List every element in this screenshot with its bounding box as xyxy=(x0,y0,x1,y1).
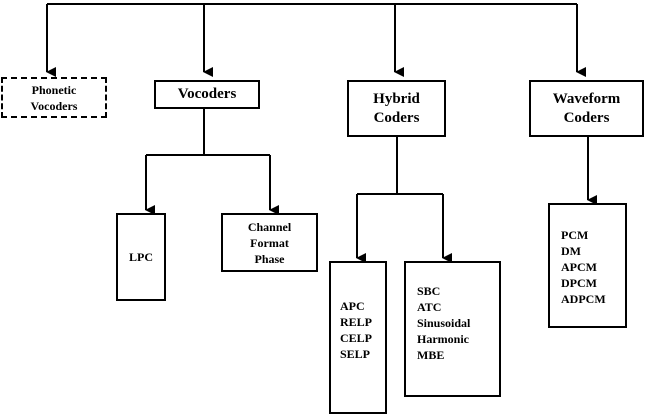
node-line: Hybrid xyxy=(373,90,420,107)
node-line: Phonetic xyxy=(31,82,77,97)
node-line: Channel xyxy=(247,219,292,234)
node-line: LPC xyxy=(129,250,153,264)
node-line: Vocoders xyxy=(177,86,237,102)
node-line: ADPCM xyxy=(561,292,606,306)
node-phonetic-vocoders: Phonetic Vocoders xyxy=(1,77,107,118)
node-sbc-group: SBC ATC Sinusoidal Harmonic MBE xyxy=(404,261,501,397)
node-line: CELP xyxy=(340,331,373,345)
node-channel-format-phase: Channel Format Phase xyxy=(221,213,318,272)
node-waveform-coders: Waveform Coders xyxy=(529,80,644,137)
node-line: ATC xyxy=(417,300,442,314)
node-line: Sinusoidal xyxy=(417,316,471,330)
node-line: Coders xyxy=(373,109,420,126)
node-line: Waveform xyxy=(552,90,621,107)
node-line: PCM xyxy=(561,228,589,242)
node-hybrid-coders: Hybrid Coders xyxy=(347,80,446,137)
node-pcm-group: PCM DM APCM DPCM ADPCM xyxy=(548,203,627,328)
node-line: Vocoders xyxy=(30,98,78,113)
node-line: Coders xyxy=(563,109,610,126)
node-line: Phase xyxy=(254,251,285,266)
node-apc-group: APC RELP CELP SELP xyxy=(329,261,387,414)
node-line: Harmonic xyxy=(417,332,469,346)
node-line: Format xyxy=(250,235,289,250)
node-line: APC xyxy=(340,299,365,313)
node-line: SELP xyxy=(340,347,371,361)
node-vocoders: Vocoders xyxy=(154,80,260,109)
node-lpc: LPC xyxy=(116,213,166,301)
node-line: MBE xyxy=(417,348,445,362)
node-line: DPCM xyxy=(561,276,597,290)
node-line: DM xyxy=(561,244,581,258)
node-line: RELP xyxy=(340,315,373,329)
node-line: SBC xyxy=(417,284,441,298)
node-line: APCM xyxy=(561,260,597,274)
